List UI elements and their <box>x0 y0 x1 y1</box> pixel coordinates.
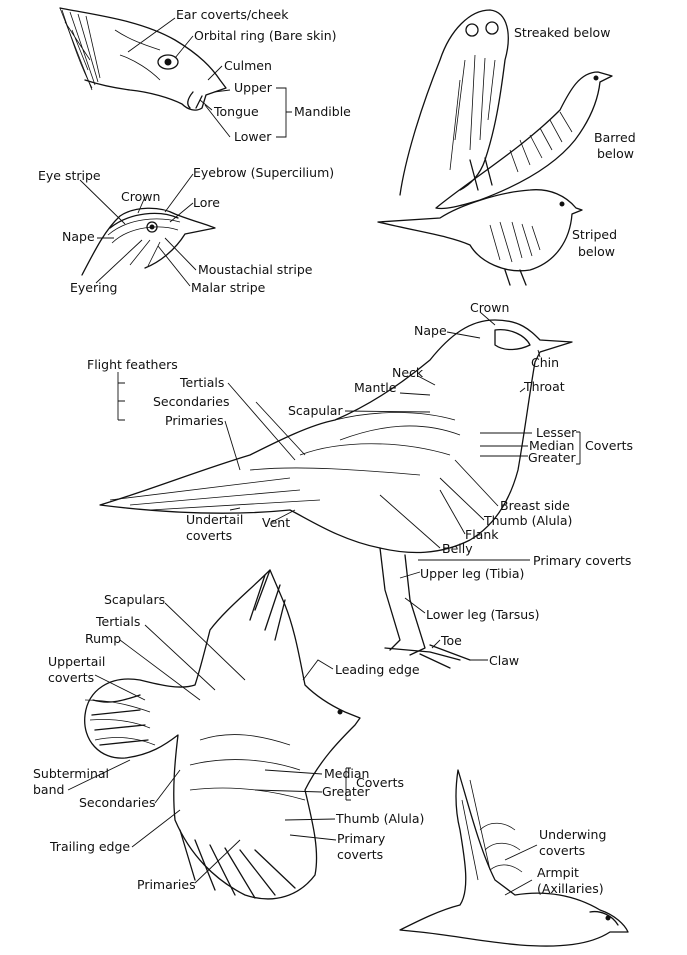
label-breast-side: Breast side <box>500 498 570 513</box>
label-underwing-2: coverts <box>539 843 586 858</box>
label-armpit-2: (Axillaries) <box>537 881 604 896</box>
label-nape: Nape <box>414 323 447 338</box>
label-upper-mandible: Upper <box>234 80 272 95</box>
label-primaries-flight: Primaries <box>137 877 196 892</box>
label-rump: Rump <box>85 631 122 646</box>
label-scapular: Scapular <box>288 403 343 418</box>
label-median: Median <box>529 438 575 453</box>
main-body-bird-drawing <box>99 319 573 669</box>
flying-bird-drawing <box>84 569 361 900</box>
underwing-duck-drawing <box>399 769 629 947</box>
label-striped-2: below <box>578 244 615 259</box>
striped-bird-drawing <box>377 189 583 286</box>
label-uppertail-2: coverts <box>48 670 95 685</box>
label-mandible: Mandible <box>294 104 351 119</box>
label-secondaries: Secondaries <box>153 394 230 409</box>
label-nape-small: Nape <box>62 229 95 244</box>
label-coverts: Coverts <box>585 438 634 453</box>
label-eye-stripe: Eye stripe <box>38 168 101 183</box>
label-lesser: Lesser <box>536 425 577 440</box>
label-claw: Claw <box>489 653 520 668</box>
label-primary-coverts: Primary coverts <box>533 553 632 568</box>
label-trailing-edge: Trailing edge <box>50 839 131 854</box>
label-greater: Greater <box>528 450 576 465</box>
label-primary-coverts-2: coverts <box>337 847 384 862</box>
label-uppertail-1: Uppertail <box>48 654 106 669</box>
label-barred-2: below <box>597 146 634 161</box>
label-median-flight: Median <box>324 766 370 781</box>
streaked-bird-drawing <box>399 9 509 196</box>
label-streaked: Streaked below <box>514 25 611 40</box>
label-lower-mandible: Lower <box>234 129 272 144</box>
label-undertail-2: coverts <box>186 528 233 543</box>
label-orbital-ring: Orbital ring (Bare skin) <box>194 28 337 43</box>
label-crown-small: Crown <box>121 189 161 204</box>
label-armpit-1: Armpit <box>537 865 579 880</box>
label-eyebrow: Eyebrow (Supercilium) <box>193 165 335 180</box>
label-tongue: Tongue <box>214 104 259 119</box>
label-vent: Vent <box>262 515 291 530</box>
label-tertials-flight: Tertials <box>96 614 141 629</box>
label-upper-leg: Upper leg (Tibia) <box>420 566 525 581</box>
label-leading-edge: Leading edge <box>335 662 420 677</box>
label-culmen: Culmen <box>224 58 272 73</box>
label-flight-feathers: Flight feathers <box>87 357 178 372</box>
barred-bird-drawing <box>435 71 613 210</box>
label-malar: Malar stripe <box>191 280 266 295</box>
label-subterminal-1: Subterminal <box>33 766 110 781</box>
head-closeup-drawing <box>59 7 227 111</box>
label-crown: Crown <box>470 300 510 315</box>
label-mantle: Mantle <box>354 380 397 395</box>
label-eyering: Eyering <box>70 280 118 295</box>
face-detail-drawing <box>81 207 216 276</box>
label-ear-coverts: Ear coverts/cheek <box>176 7 289 22</box>
label-scapulars: Scapulars <box>104 592 166 607</box>
label-belly: Belly <box>442 541 473 556</box>
label-secondaries-flight: Secondaries <box>79 795 156 810</box>
label-coverts-flight: Coverts <box>356 775 405 790</box>
label-tertials: Tertials <box>180 375 225 390</box>
label-moustachial: Moustachial stripe <box>198 262 313 277</box>
label-chin: Chin <box>531 355 560 370</box>
label-lore: Lore <box>193 195 220 210</box>
label-subterminal-2: band <box>33 782 65 797</box>
label-striped-1: Striped <box>572 227 618 242</box>
label-undertail-1: Undertail <box>186 512 244 527</box>
label-greater-flight: Greater <box>322 784 370 799</box>
label-thumb: Thumb (Alula) <box>484 513 573 528</box>
label-underwing-1: Underwing <box>539 827 607 842</box>
label-barred-1: Barred <box>594 130 636 145</box>
label-neck: Neck <box>392 365 424 380</box>
label-thumb-flight: Thumb (Alula) <box>336 811 425 826</box>
label-toe: Toe <box>441 633 462 648</box>
label-throat: Throat <box>524 379 565 394</box>
label-flank: Flank <box>465 527 499 542</box>
label-primaries: Primaries <box>165 413 224 428</box>
label-primary-coverts-1: Primary <box>337 831 386 846</box>
label-lower-leg: Lower leg (Tarsus) <box>426 607 540 622</box>
